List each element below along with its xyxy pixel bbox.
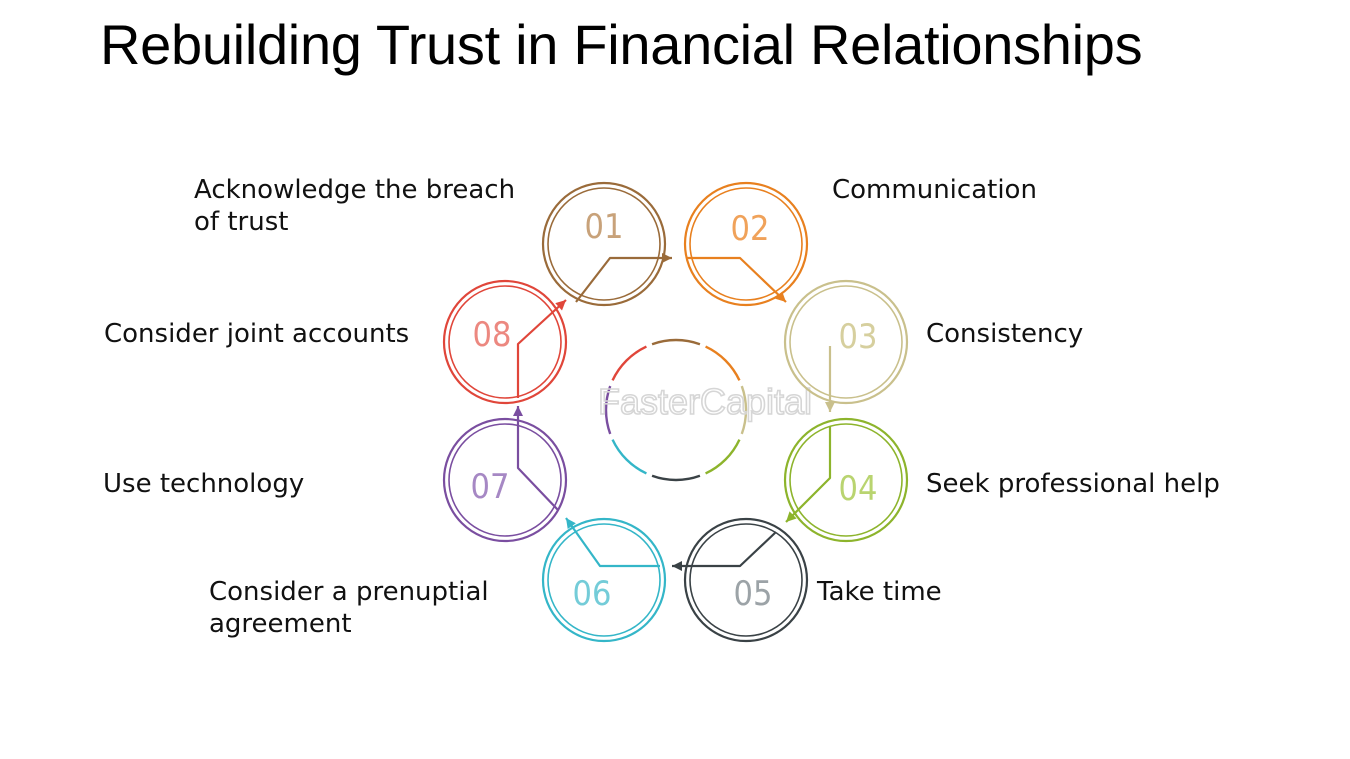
step-03: 03 xyxy=(783,279,909,405)
step-arrow-01 xyxy=(575,253,672,303)
step-arrow-08 xyxy=(516,299,567,398)
arrow-line xyxy=(785,426,832,523)
arrow-line xyxy=(516,299,567,398)
center-ring xyxy=(604,338,748,482)
step-ring-inner xyxy=(547,523,661,637)
center-ring-segment-06 xyxy=(611,439,647,475)
center-ring-segment-08 xyxy=(611,345,647,381)
step-05: 05 xyxy=(683,517,809,643)
step-ring-outer xyxy=(783,417,909,543)
arrow-head xyxy=(786,511,797,522)
step-ring-outer xyxy=(442,417,568,543)
step-arrow-07 xyxy=(513,406,559,511)
arrow-head xyxy=(555,300,566,311)
step-ring-inner xyxy=(789,423,903,537)
step-label-06: Consider a prenuptial agreement xyxy=(209,577,489,639)
arrow-line xyxy=(672,531,777,568)
step-number: 05 xyxy=(734,574,773,614)
step-arrow-05 xyxy=(672,531,777,571)
arrow-head xyxy=(513,406,523,416)
step-number: 01 xyxy=(585,207,624,247)
step-arrow-04 xyxy=(785,426,832,523)
step-ring-inner xyxy=(448,285,562,399)
center-ring-segment-02 xyxy=(705,345,741,381)
step-ring-inner xyxy=(789,285,903,399)
step-label-02: Communication xyxy=(832,175,1037,205)
center-ring-segment-01 xyxy=(651,338,701,346)
step-number: 08 xyxy=(473,315,512,355)
arrow-head xyxy=(566,518,576,530)
step-08: 08 xyxy=(442,279,568,405)
step-number: 02 xyxy=(731,209,770,249)
step-04: 04 xyxy=(783,417,909,543)
step-01: 01 xyxy=(541,181,667,307)
center-ring-segment-07 xyxy=(604,385,612,435)
step-number: 07 xyxy=(471,467,510,507)
step-ring-inner xyxy=(547,187,661,301)
arrow-head xyxy=(825,402,835,412)
step-02: 02 xyxy=(683,181,809,307)
step-07: 07 xyxy=(442,417,568,543)
step-ring-inner xyxy=(689,187,803,301)
step-ring-outer xyxy=(683,181,809,307)
step-06: 06 xyxy=(541,517,667,643)
step-label-08: Consider joint accounts xyxy=(104,319,410,349)
arrow-head xyxy=(662,253,672,263)
page-title: Rebuilding Trust in Financial Relationsh… xyxy=(100,13,1143,76)
arrow-line xyxy=(516,406,559,511)
step-ring-outer xyxy=(783,279,909,405)
arrow-line xyxy=(686,256,787,303)
step-number: 06 xyxy=(573,574,612,614)
step-number: 03 xyxy=(839,317,878,357)
step-number: 04 xyxy=(839,469,878,509)
step-ring-outer xyxy=(683,517,809,643)
step-ring-inner xyxy=(689,523,803,637)
step-label-01: Acknowledge the breach of trust xyxy=(194,175,516,237)
arrow-head xyxy=(775,291,786,302)
step-ring-inner xyxy=(448,423,562,537)
center-ring-segment-05 xyxy=(651,474,701,482)
center-ring-segment-04 xyxy=(705,439,741,475)
step-label-07: Use technology xyxy=(103,469,305,499)
arrow-line xyxy=(575,256,672,303)
step-arrow-03 xyxy=(825,346,835,412)
arrow-head xyxy=(672,561,682,571)
arrow-line xyxy=(565,517,660,568)
step-label-05: Take time xyxy=(817,577,942,607)
step-ring-outer xyxy=(541,517,667,643)
step-ring-outer xyxy=(442,279,568,405)
step-ring-outer xyxy=(541,181,667,307)
step-label-04: Seek professional help xyxy=(926,469,1220,499)
watermark-logo: FasterCapital xyxy=(598,381,812,422)
step-arrow-02 xyxy=(686,256,787,303)
center-ring-segment-03 xyxy=(740,385,748,435)
step-arrow-06 xyxy=(565,517,660,568)
step-label-03: Consistency xyxy=(926,319,1084,349)
